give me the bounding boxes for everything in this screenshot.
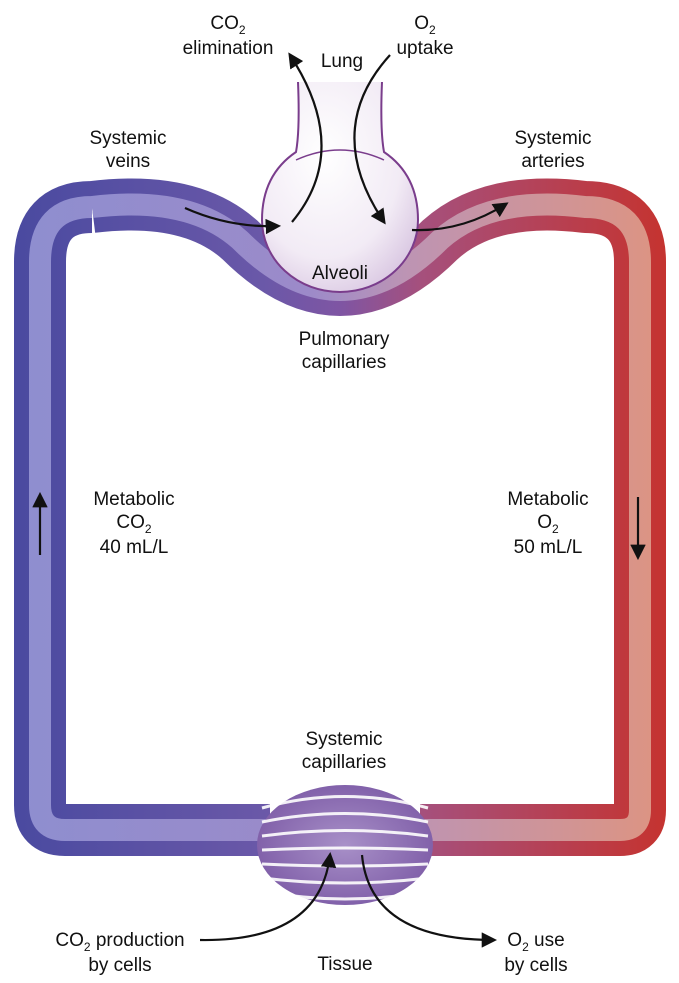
systemic-capillaries-label: Systemic capillaries [301,729,387,773]
systemic-arteries-label: Systemic arteries [514,128,592,172]
flow-arrows [32,52,646,948]
o2-use-arrow [360,854,498,948]
co2-elimination-label: CO2 elimination [182,13,274,59]
systemic-capillary-bed [257,785,433,905]
metabolic-co2-label: Metabolic CO2 40 mL/L [93,489,175,558]
co2-elimination-arrow [288,52,323,223]
lung [260,81,420,293]
vessel-loop [14,178,666,856]
pulmonary-capillaries-label: Pulmonary capillaries [298,329,390,373]
alveoli-label: Alveoli [312,263,368,284]
tissue-label: Tissue [317,954,373,975]
o2-use-label: O2 use by cells [504,930,568,976]
co2-production-label: CO2 production by cells [55,930,185,976]
co2-production-arrow [199,851,337,942]
lung-label: Lung [320,51,364,72]
systemic-veins-label: Systemic veins [89,128,167,172]
o2-uptake-arrow [353,54,391,225]
o2-uptake-label: O2 uptake [396,13,454,59]
venous-to-lung-arrow [184,206,282,235]
lung-to-arterial-arrow [411,202,509,232]
metabolic-o2-label: Metabolic O2 50 mL/L [507,489,589,558]
